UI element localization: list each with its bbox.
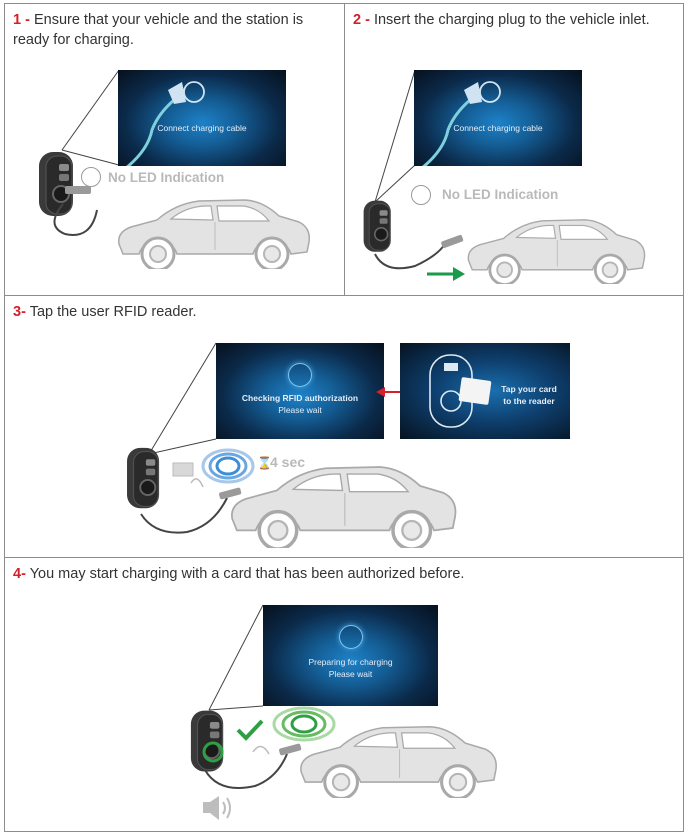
rfid-waves-icon [272,706,336,742]
screen-text: Connect charging cable [453,123,543,133]
cable [204,743,302,789]
screen-line-1: Checking RFID authorization [241,393,359,403]
step-text: Insert the charging plug to the vehicle … [373,12,650,28]
rfid-waves-icon [201,448,255,484]
step-2-panel: 2 - Insert the charging plug to the vehi… [344,3,684,296]
screen-text: Connect charging cable [157,123,247,133]
hourglass-icon: ⌛ [257,456,272,470]
step-1-caption: 1 - Ensure that your vehicle and the sta… [13,10,338,50]
checkmark-icon [236,719,264,741]
station-screen: Connect charging cable [118,70,286,166]
timer-label: 4 sec [270,454,306,470]
screen-line-2: Please wait [328,669,373,679]
plug-icon [126,81,205,166]
cable [53,186,98,236]
step-2-caption: 2 - Insert the charging plug to the vehi… [353,10,673,30]
step-3-caption: 3- Tap the user RFID reader. [13,302,197,322]
hand-icon [252,745,270,755]
led-label: No LED Indication [442,187,559,202]
rfid-card-icon [172,462,204,488]
cable [140,487,242,534]
cable [374,234,464,270]
car-icon [113,194,313,269]
arrow-left-icon [376,387,402,397]
loading-ring-icon [339,625,363,649]
led-indicator [411,185,431,205]
car-icon [463,214,648,284]
preparing-screen: Preparing for charging Please wait [263,605,438,706]
callout-lines [61,69,120,166]
step-3-panel: 3- Tap the user RFID reader. Checking RF… [4,295,684,558]
plug-icon [422,81,501,166]
step-text: You may start charging with a card that … [29,566,465,582]
step-text: Ensure that your vehicle and the station… [13,12,304,48]
led-indicator [81,167,101,187]
station-screen: Connect charging cable [414,70,582,166]
charger-icon [189,708,227,776]
step-text: Tap the user RFID reader. [29,304,197,320]
led-label: No LED Indication [108,170,225,185]
step-number: 3- [13,304,26,320]
screen-line-1: Preparing for charging [308,657,393,667]
arrow-right-icon [427,267,465,281]
card-line-2: to the reader [503,396,555,406]
step-number: 2 - [353,12,370,28]
step-4-caption: 4- You may start charging with a card th… [13,564,464,584]
screen-line-2: Please wait [278,405,322,415]
card-line-1: Tap your card [501,384,557,394]
tap-card-screen: Tap your card to the reader [400,343,570,439]
callout-lines [148,342,217,455]
callout-lines [374,69,416,203]
rfid-check-screen: Checking RFID authorization Please wait [216,343,384,439]
step-number: 4- [13,566,26,582]
step-4-panel: 4- You may start charging with a card th… [4,557,684,832]
speaker-icon [203,796,231,820]
step-number: 1 - [13,12,30,28]
card-reader-icon [429,354,492,428]
loading-ring-icon [288,363,312,387]
step-1-panel: 1 - Ensure that your vehicle and the sta… [4,3,345,296]
callout-lines [208,604,264,711]
car-icon [225,460,460,548]
car-icon [295,720,500,798]
